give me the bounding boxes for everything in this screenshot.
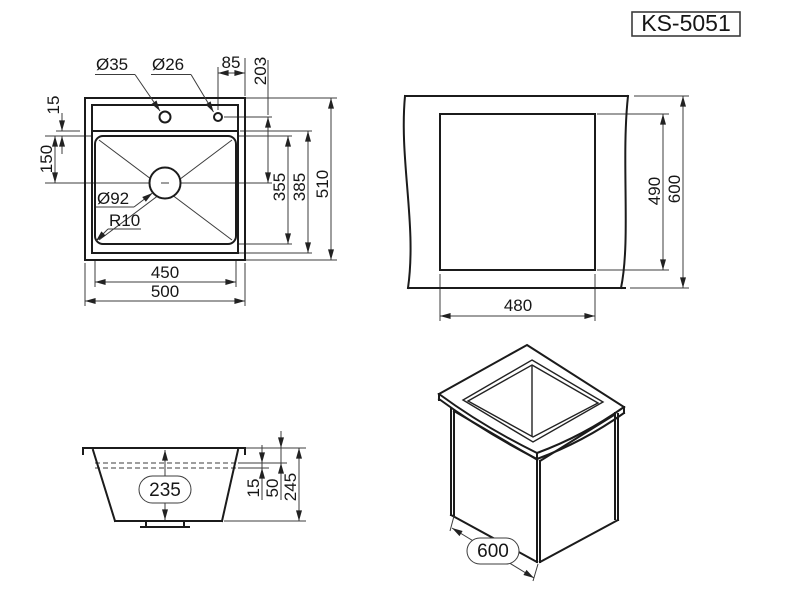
- dim-bowl-to-drain: 150: [37, 136, 58, 183]
- cutout-rim-inner: [466, 364, 600, 438]
- side-view: 235 15 50 245: [82, 431, 306, 528]
- dim-label: 500: [151, 282, 179, 301]
- dim-label: 600: [477, 541, 509, 562]
- cutout-rim-outer: [461, 359, 605, 443]
- dim-overall-length: 510: [313, 98, 334, 260]
- faucet-hole: [158, 110, 172, 124]
- bowl-wall-left: [91, 448, 117, 523]
- dim-label: 15: [244, 479, 263, 498]
- ext-cabinet-right: [532, 563, 539, 582]
- cabinet-left-panel-top: [452, 409, 538, 461]
- model-number: KS-5051: [641, 10, 731, 36]
- bowl-outline: [94, 135, 237, 245]
- dim-label: 355: [270, 173, 289, 201]
- countertop-break-left: [402, 94, 412, 290]
- dim-capsule: [138, 475, 192, 504]
- dim-label: 203: [251, 57, 270, 85]
- sink-outline: [84, 97, 246, 261]
- dim-rim-to-overflow: 50: [263, 431, 284, 500]
- dim-label: R10: [109, 211, 140, 230]
- title-block: KS-5051: [631, 10, 741, 37]
- dim-capsule: [466, 537, 520, 565]
- cutout-view: 490 600 480: [402, 94, 689, 321]
- dim-deck-to-bowl: 15: [44, 96, 65, 154]
- cabinet-right-panel-bottom: [538, 518, 620, 564]
- dim-label: 480: [504, 296, 532, 315]
- dim-bowl-depth: 235: [138, 450, 192, 520]
- dim-label: 85: [222, 53, 241, 72]
- dim-countertop-depth: 600: [665, 96, 686, 288]
- dim-drain-dia: Ø92: [96, 189, 153, 208]
- iso-view: 600: [437, 343, 626, 582]
- second-hole: [213, 112, 223, 122]
- bowl-wall-right: [220, 448, 240, 523]
- dim-label: 150: [37, 145, 56, 173]
- dim-bowl-length: 355: [270, 136, 291, 244]
- dim-hole-to-edge: 85: [218, 53, 245, 76]
- dim-corner-radius: R10: [95, 211, 141, 242]
- top-view: Ø35 Ø26 85 203 15 150: [37, 53, 337, 306]
- dim-overflow-gap: 15: [244, 445, 265, 500]
- cabinet-right-panel-top: [538, 413, 616, 463]
- dim-cutout-width: 480: [440, 296, 595, 319]
- dim-rim-length: 385: [290, 131, 311, 253]
- dim-cutout-length: 490: [645, 114, 666, 270]
- dim-label: 490: [645, 177, 664, 205]
- dim-label: 235: [149, 480, 181, 501]
- dim-label: 510: [313, 170, 332, 198]
- dim-label: 50: [263, 479, 282, 498]
- dim-overall-height: 245: [281, 448, 302, 521]
- dim-label: 600: [665, 175, 684, 203]
- dim-label: 385: [290, 173, 309, 201]
- dim-extra-hole-dia: Ø26: [151, 55, 214, 113]
- dim-label: 245: [281, 473, 300, 501]
- dim-bowl-width: 450: [95, 263, 236, 285]
- countertop-break-right: [619, 94, 630, 290]
- dim-label: Ø26: [152, 55, 184, 74]
- ext-cabinet-left: [449, 515, 455, 532]
- sink-rim: [91, 104, 239, 254]
- cutout-opening: [439, 113, 596, 271]
- dim-cabinet-width: 600: [449, 515, 539, 582]
- dim-label: 450: [151, 263, 179, 282]
- title-box: [631, 11, 741, 37]
- dim-hole-to-drain: 203: [251, 57, 271, 183]
- dim-label: Ø35: [96, 55, 128, 74]
- dim-overall-width: 500: [85, 282, 245, 304]
- dim-label: 15: [44, 96, 63, 115]
- dim-label: Ø92: [97, 189, 129, 208]
- dim-faucet-hole-dia: Ø35: [95, 55, 161, 112]
